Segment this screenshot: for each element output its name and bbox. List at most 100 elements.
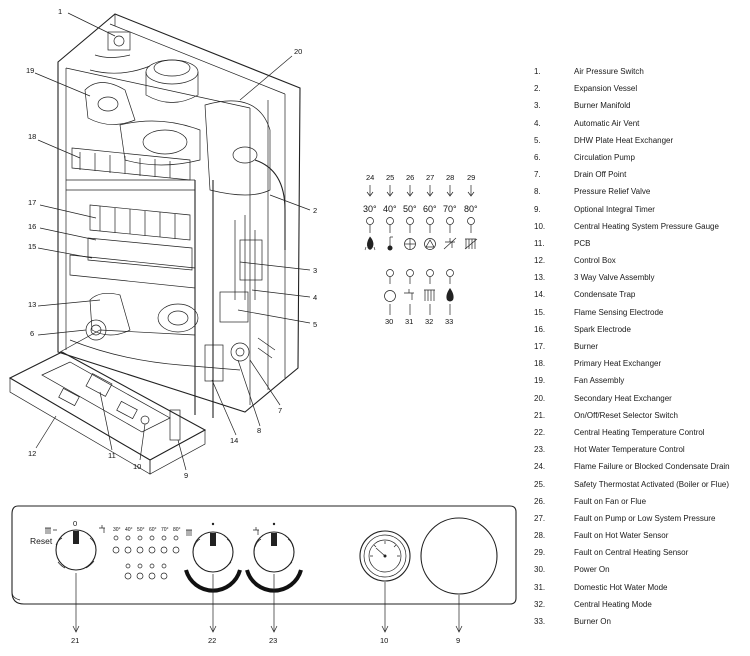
callout-18: 18: [28, 132, 36, 141]
legend-number: 21.: [534, 410, 546, 420]
legend-item: 29.Fault on Central Heating Sensor: [534, 547, 749, 564]
legend-text: Fan Assembly: [574, 376, 625, 386]
legend-item: 23.Hot Water Temperature Control: [534, 444, 749, 461]
led-row-2: [386, 269, 454, 284]
led-60: [426, 217, 434, 233]
mini-temp-60: 60°: [149, 527, 157, 533]
legend-item: 10.Central Heating System Pressure Gauge: [534, 221, 749, 238]
legend-number: 32.: [534, 599, 546, 609]
radiator-tap-icon: [45, 527, 57, 534]
callout-24: 24: [366, 173, 374, 182]
legend-item: 27.Fault on Pump or Low System Pressure: [534, 513, 749, 530]
legend-text: Condensate Trap: [574, 290, 636, 300]
callout-10: 10: [133, 462, 141, 471]
legend-text: Drain Off Point: [574, 170, 627, 180]
legend-text: Burner: [574, 342, 599, 351]
legend-text: Automatic Air Vent: [574, 118, 640, 128]
legend-text: Fault on Central Heating Sensor: [574, 548, 689, 558]
fan-icon: [404, 238, 416, 250]
legend-item: 16. Spark Electrode: [534, 324, 749, 341]
mini-temp-70: 70°: [161, 527, 169, 533]
temp-40: 40°: [383, 204, 397, 214]
callout-31: 31: [405, 317, 413, 326]
indicator-numbers-lower: 30 31 32 33: [385, 304, 453, 326]
callout-12: 12: [28, 449, 36, 458]
legend-number: 5.: [534, 135, 541, 145]
callout-1: 1: [58, 7, 62, 16]
legend-item: 1. Air Pressure Switch: [534, 66, 749, 83]
callout-15: 15: [28, 242, 36, 251]
legend-number: 31.: [534, 582, 546, 592]
legend-item: 21.On/Off/Reset Selector Switch: [534, 410, 749, 427]
fault-icons: [364, 236, 478, 251]
callout-27: 27: [426, 173, 434, 182]
callout-numbers: 1 19 18 17 16 15 13 6 20 2 3 4 5 7 8 14 …: [26, 7, 317, 480]
mini-temp-50: 50°: [137, 527, 145, 533]
legend-text: Primary Heat Exchanger: [574, 359, 662, 369]
radiator-icon: [424, 289, 435, 301]
legend-item: 17. Burner: [534, 341, 749, 358]
legend-text: Power On: [574, 565, 610, 575]
legend-text: Circulation Pump: [574, 152, 635, 162]
boiler-casing: [57, 13, 301, 418]
legend-text: Flame Sensing Electrode: [574, 307, 664, 317]
callout-17: 17: [28, 198, 36, 207]
legend-item: 12.Control Box: [534, 255, 749, 272]
mini-temp-40: 40°: [125, 527, 133, 533]
callout-11: 11: [108, 451, 116, 460]
legend-number: 16.: [534, 324, 546, 334]
led-80: [467, 217, 475, 233]
legend-text: Fault on Pump or Low System Pressure: [574, 513, 716, 523]
legend-item: 30.Power On: [534, 564, 749, 581]
power-icon: [384, 290, 396, 302]
callout-2: 2: [313, 206, 317, 215]
legend-item: 22.Central Heating Temperature Control: [534, 427, 749, 444]
control-panel: 0 30° 40° 50° 60° 70° 80°: [11, 505, 517, 645]
legend-text: Expansion Vessel: [574, 84, 638, 94]
selector-switch[interactable]: [55, 529, 97, 571]
legend-item: 20.Secondary Heat Exchanger: [534, 393, 749, 410]
legend-text: PCB: [574, 238, 591, 248]
callout-6: 6: [30, 329, 34, 338]
panel-callout-10: 10: [380, 636, 388, 645]
legend-number: 15.: [534, 307, 546, 317]
legend-number: 14.: [534, 290, 546, 300]
tap-fault-icon: [443, 237, 457, 250]
legend-text: Burner Manifold: [574, 101, 631, 111]
legend-text: 3 Way Valve Assembly: [574, 273, 655, 283]
legend-number: 28.: [534, 531, 546, 541]
panel-callout-21: 21: [71, 636, 79, 645]
legend-text: Spark Electrode: [574, 324, 631, 334]
led-row-1: [366, 217, 475, 233]
legend-item: 6.Circulation Pump: [534, 152, 749, 169]
legend-number: 7.: [534, 170, 541, 180]
tap-small-icon: [99, 525, 105, 533]
legend-item: 11. PCB: [534, 238, 749, 255]
legend-item: 14. Condensate Trap: [534, 289, 749, 306]
callout-26: 26: [406, 173, 414, 182]
callout-30: 30: [385, 317, 393, 326]
indicator-arrows: [366, 185, 475, 197]
led-50: [406, 217, 414, 233]
legend-item: 25.Safety Thermostat Activated (Boiler o…: [534, 479, 749, 496]
legend-item: 15. Flame Sensing Electrode: [534, 307, 749, 324]
legend-item: 26.Fault on Fan or Flue: [534, 496, 749, 513]
temperature-labels: 30° 40° 50° 60° 70° 80°: [363, 204, 478, 214]
pump-icon: [424, 238, 436, 250]
callout-leaders: [34, 12, 311, 471]
legend-text: Secondary Heat Exchanger: [574, 393, 672, 403]
legend-number: 23.: [534, 445, 546, 455]
legend-number: 11.: [534, 238, 545, 248]
callout-13: 13: [28, 300, 36, 309]
legend-number: 10.: [534, 221, 546, 231]
callout-32: 32: [425, 317, 433, 326]
led-70: [446, 217, 454, 233]
callout-16: 16: [28, 222, 36, 231]
legend-number: 17.: [534, 342, 546, 351]
legend-number: 1.: [534, 67, 541, 76]
callout-5: 5: [313, 320, 317, 329]
panel-callout-23: 23: [269, 636, 277, 645]
legend-text: Air Pressure Switch: [574, 67, 644, 76]
